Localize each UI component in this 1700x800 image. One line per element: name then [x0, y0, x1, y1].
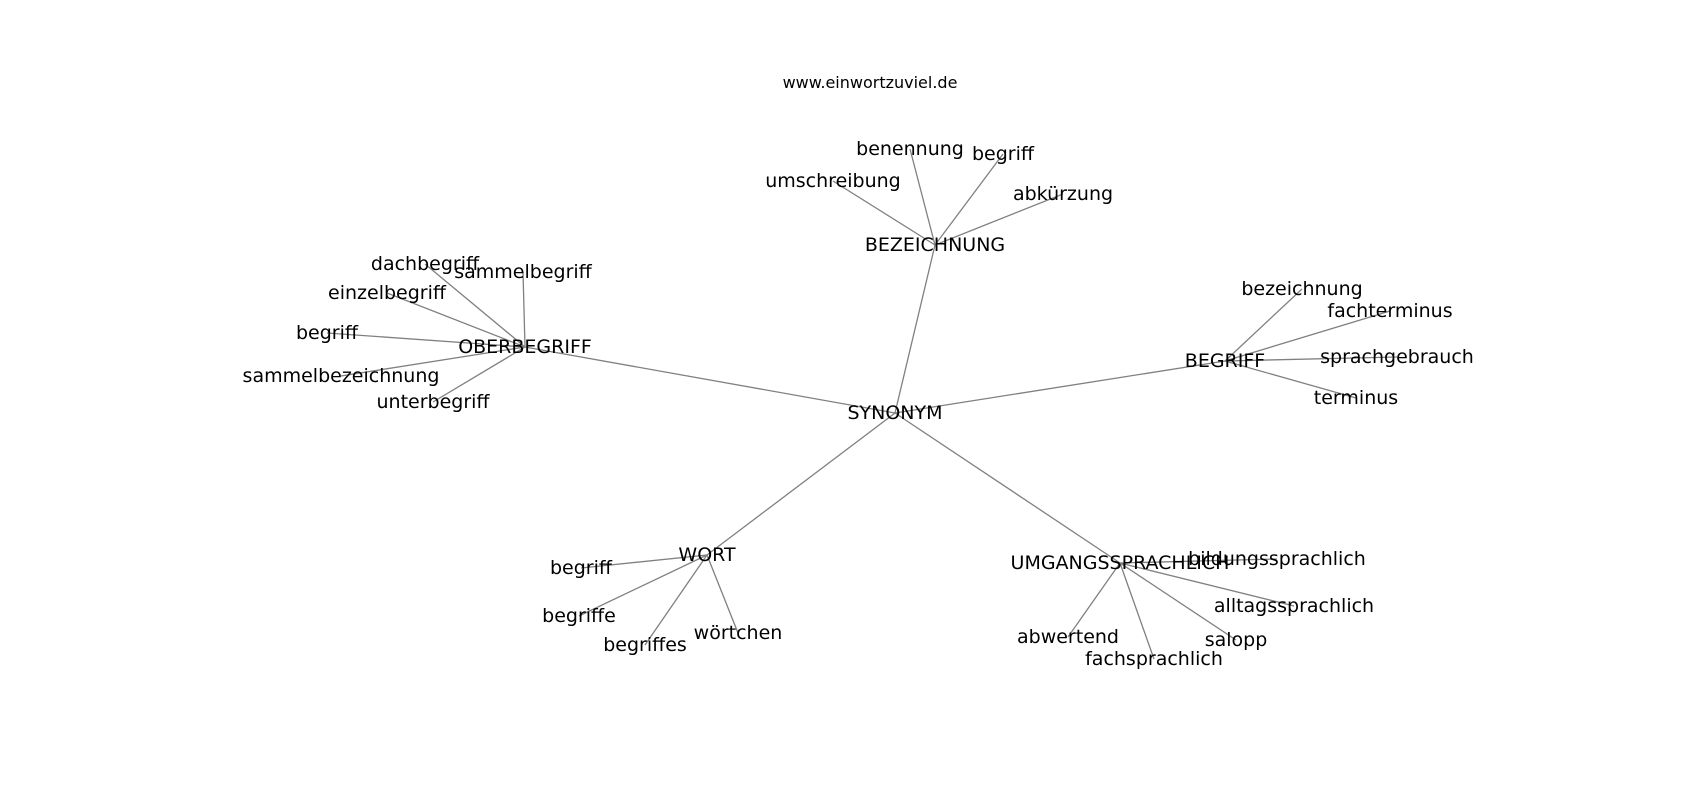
graph-edge — [832, 180, 936, 246]
group-node-label: UMGANGSSPRACHLICH — [1011, 552, 1230, 574]
graph-edge — [706, 554, 739, 634]
graph-edge — [1224, 360, 1357, 399]
graph-edge — [340, 346, 526, 377]
group-node-label: OBERBEGRIFF — [458, 336, 592, 358]
graph-edge — [1119, 562, 1155, 660]
graph-edge — [934, 153, 1004, 246]
graph-edge — [706, 412, 896, 556]
graph-edge — [522, 271, 526, 348]
node-labels: SYNONYM BEZEICHNUNG umschreibung benennung b… — [243, 138, 1474, 670]
graph-edge — [1224, 356, 1398, 362]
graph-edge — [424, 263, 526, 348]
root-node-label: SYNONYM — [847, 402, 942, 424]
leaf-node-label: begriffes — [603, 634, 687, 656]
site-url: www.einwortzuviel.de — [783, 73, 958, 92]
group-node-label: BEGRIFF — [1185, 350, 1265, 372]
edges — [326, 148, 1398, 660]
graph-edge — [326, 332, 526, 348]
graph-edge — [644, 554, 708, 646]
leaf-node-label: alltagssprachlich — [1214, 595, 1374, 617]
leaf-node-label: terminus — [1314, 387, 1398, 409]
leaf-node-label: sprachgebrauch — [1320, 346, 1474, 368]
graph-edge — [1119, 558, 1278, 564]
graph-edge — [386, 292, 526, 348]
group-node-label: BEZEICHNUNG — [865, 234, 1005, 256]
graph-edge — [1224, 310, 1391, 362]
leaf-node-label: fachsprachlich — [1085, 648, 1223, 670]
graph-edge — [934, 193, 1064, 246]
graph-edge — [1224, 288, 1303, 362]
leaf-node-label: dachbegriff — [371, 253, 480, 275]
leaf-node-label: fachterminus — [1327, 300, 1452, 322]
graph-edge — [894, 244, 936, 414]
graph-edge — [524, 346, 896, 414]
graph-edge — [432, 346, 526, 403]
graph-edge — [1119, 562, 1237, 641]
group-node-label: WORT — [678, 544, 736, 566]
leaf-node-label: begriff — [550, 557, 613, 579]
leaf-node-label: begriff — [296, 322, 359, 344]
leaf-node-label: begriff — [972, 143, 1035, 165]
leaf-node-label: begriffe — [542, 605, 616, 627]
leaf-node-label: umschreibung — [765, 170, 901, 192]
leaf-node-label: sammelbegriff — [454, 261, 592, 283]
leaf-node-label: bezeichnung — [1241, 278, 1362, 300]
leaf-node-label: salopp — [1205, 629, 1268, 651]
leaf-node-label: sammelbezeichnung — [243, 365, 440, 387]
leaf-node-label: einzelbegriff — [328, 282, 447, 304]
graph-edge — [1119, 562, 1295, 607]
graph-edge — [894, 360, 1226, 414]
graph-edge — [1067, 562, 1121, 638]
leaf-node-label: wörtchen — [694, 622, 783, 644]
leaf-node-label: abwertend — [1017, 626, 1119, 648]
graph-edge — [894, 412, 1121, 564]
leaf-node-label: bildungssprachlich — [1188, 548, 1366, 570]
graph-edge — [909, 148, 936, 246]
graph-edge — [580, 554, 708, 569]
leaf-node-label: benennung — [856, 138, 964, 160]
graph-edge — [578, 554, 708, 617]
leaf-node-label: unterbegriff — [376, 391, 490, 413]
leaf-node-label: abkürzung — [1013, 183, 1113, 205]
